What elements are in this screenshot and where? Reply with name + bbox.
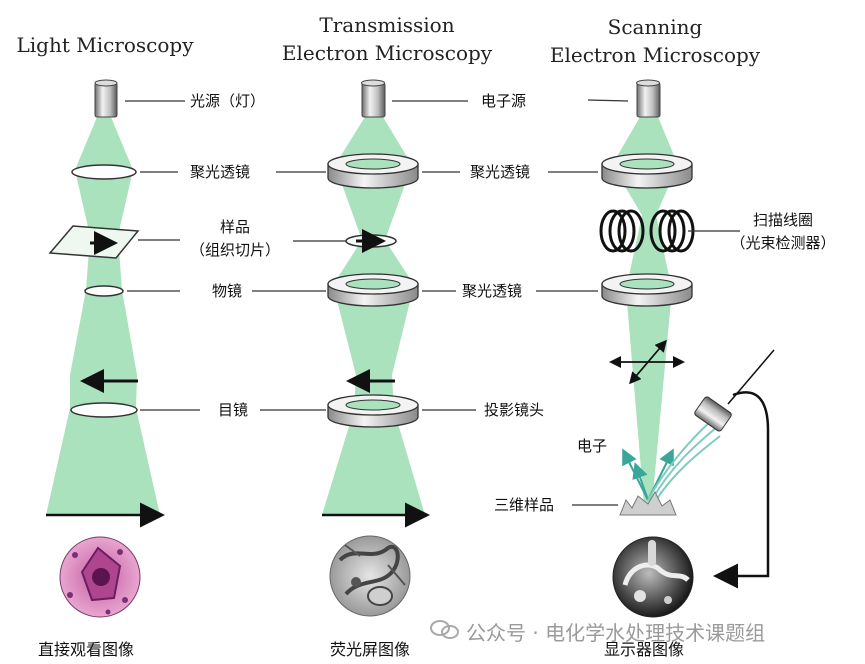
detector-icon (694, 349, 775, 432)
light-source-label: 光源（灯） (190, 92, 266, 110)
tem-condenser-label: 聚光透镜 (470, 163, 531, 181)
light-beam (46, 117, 160, 515)
watermark-logo-spacer (430, 620, 458, 642)
light-caption: 直接观看图像 (38, 640, 135, 659)
eyepiece-lens-icon (70, 402, 138, 418)
sem-coils-label: 扫描线圈 （光束检测器） (718, 210, 848, 253)
light-condenser-label: 聚光透镜 (190, 163, 251, 181)
tem-title-line1: Transmission (319, 13, 455, 37)
light-specimen-label: 样品 （组织切片） (180, 217, 290, 260)
scan-coils-icon (599, 209, 695, 253)
tissue-section-image (59, 536, 141, 618)
sem-beam (612, 117, 678, 505)
electron-source-icon (361, 82, 386, 118)
light-eyepiece-label: 目镜 (218, 401, 249, 419)
watermark-logo-icon (430, 620, 459, 639)
sem-caption: 显示器图像 (604, 640, 685, 659)
sem-micrograph-image (612, 536, 694, 618)
light-objective-label: 物镜 (212, 282, 243, 300)
watermark-text: 公众号 · 电化学水处理技术课题组 (466, 620, 766, 645)
tem-column (252, 79, 476, 617)
tem-beam (322, 117, 425, 515)
sem-objective-lens-icon (601, 273, 693, 307)
sem-specimen-label: 三维样品 (494, 496, 555, 514)
sem-electron-source-icon (636, 82, 661, 118)
tem-title-line2: Electron Microscopy (281, 41, 493, 65)
tem-projector-label: 投影镜头 (484, 401, 545, 419)
sem-title-line2: Electron Microscopy (549, 43, 761, 67)
light-microscope-column (46, 79, 200, 618)
sem-title-line1: Scanning (607, 15, 703, 39)
tem-micrograph-image (329, 535, 411, 617)
light-specimen-label-line2: （组织切片） (189, 241, 280, 259)
sem-electrons-label: 电子 (577, 437, 608, 455)
tem-source-label: 电子源 (481, 92, 527, 110)
sem-coils-label-line2: （光束检测器） (730, 234, 836, 252)
sem-title: Scanning Electron Microscopy (540, 16, 770, 66)
sem-column (536, 79, 775, 618)
light-microscopy-title: Light Microscopy (16, 33, 194, 57)
scan-direction-icon (609, 339, 685, 385)
watermark: 公众号 · 电化学水处理技术课题组 (430, 616, 765, 646)
tem-caption: 荧光屏图像 (330, 640, 411, 659)
sem-specimen-icon (619, 490, 677, 516)
light-specimen-label-line1: 样品 (219, 218, 250, 236)
tem-title: Transmission Electron Microscopy (272, 14, 502, 64)
tem-projector-lens-icon (327, 394, 419, 428)
tem-objective-label: 聚光透镜 (462, 282, 523, 300)
condenser-lens-icon (71, 164, 137, 180)
tem-condenser-lens-icon (327, 153, 419, 189)
sem-coils-label-line1: 扫描线圈 (752, 211, 813, 229)
secondary-electrons-arrows (622, 419, 721, 501)
lamp-icon (94, 82, 118, 118)
objective-lens-icon (84, 285, 124, 297)
sem-condenser-lens-icon (601, 153, 693, 189)
tem-objective-lens-icon (327, 273, 419, 307)
signal-path (713, 391, 770, 589)
